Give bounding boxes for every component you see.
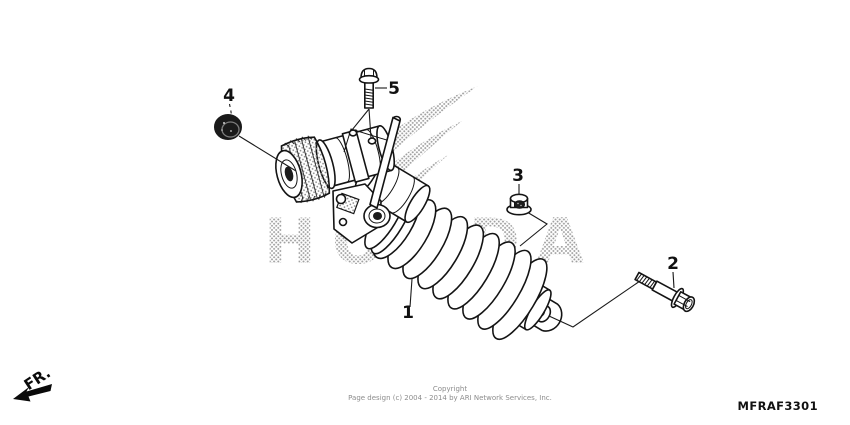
copyright-line1: Copyright [433,385,467,393]
adjuster-rod [369,115,402,209]
clamp-bolt-holes [343,128,394,153]
flange-bolt-upper [351,67,380,139]
copyright-line2: Page design (c) 2004 - 2014 by ARI Netwo… [348,394,552,402]
coil-spring [372,190,548,341]
flange-nut [506,193,548,247]
callout-1[interactable]: 1 [402,303,414,323]
flange-bolt-lower [548,271,696,328]
callouts: 1 2 3 4 5 [223,79,679,323]
diagram-code: MFRAF3301 [737,399,818,413]
callout-3[interactable]: 3 [512,166,524,186]
callout-5[interactable]: 5 [388,79,400,99]
callout-2[interactable]: 2 [667,254,679,274]
fr-direction-arrow-icon [13,384,52,402]
upper-clevis-mount [332,183,391,244]
cap-part [214,114,297,172]
spring-damper-section [364,186,563,341]
fr-direction-indicator: FR. [13,364,54,402]
callout-4[interactable]: 4 [223,86,235,106]
shock-absorber-assembly [275,115,563,341]
